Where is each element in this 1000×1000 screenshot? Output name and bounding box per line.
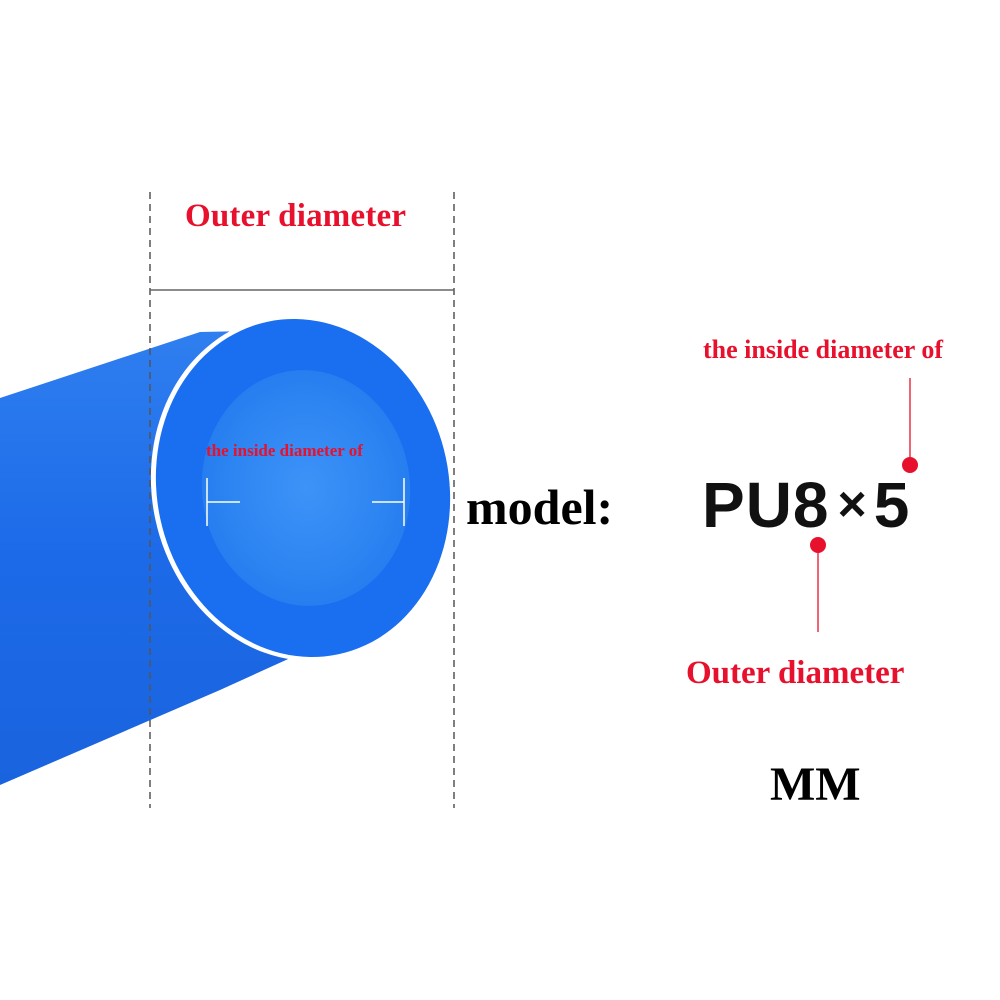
model-prefix-label: model: — [466, 479, 614, 535]
inside-diameter-marker — [206, 478, 405, 526]
model-code: PU8×5 — [702, 468, 910, 542]
model-outer-diameter: 8 — [792, 469, 830, 541]
model-series: PU — [702, 469, 793, 541]
inside-callout-dot — [902, 457, 918, 473]
outer-diameter-label-top: Outer diameter — [185, 198, 407, 234]
tube-bore — [201, 370, 411, 606]
unit-label: MM — [770, 758, 861, 811]
outer-callout-dot — [810, 537, 826, 553]
inside-diameter-label-right: the inside diameter of — [703, 335, 943, 364]
inside-diameter-label-tube: the inside diameter of — [206, 441, 363, 460]
model-inner-diameter: 5 — [873, 469, 911, 541]
model-separator: × — [837, 476, 868, 532]
outer-diameter-label-right: Outer diameter — [686, 655, 905, 691]
